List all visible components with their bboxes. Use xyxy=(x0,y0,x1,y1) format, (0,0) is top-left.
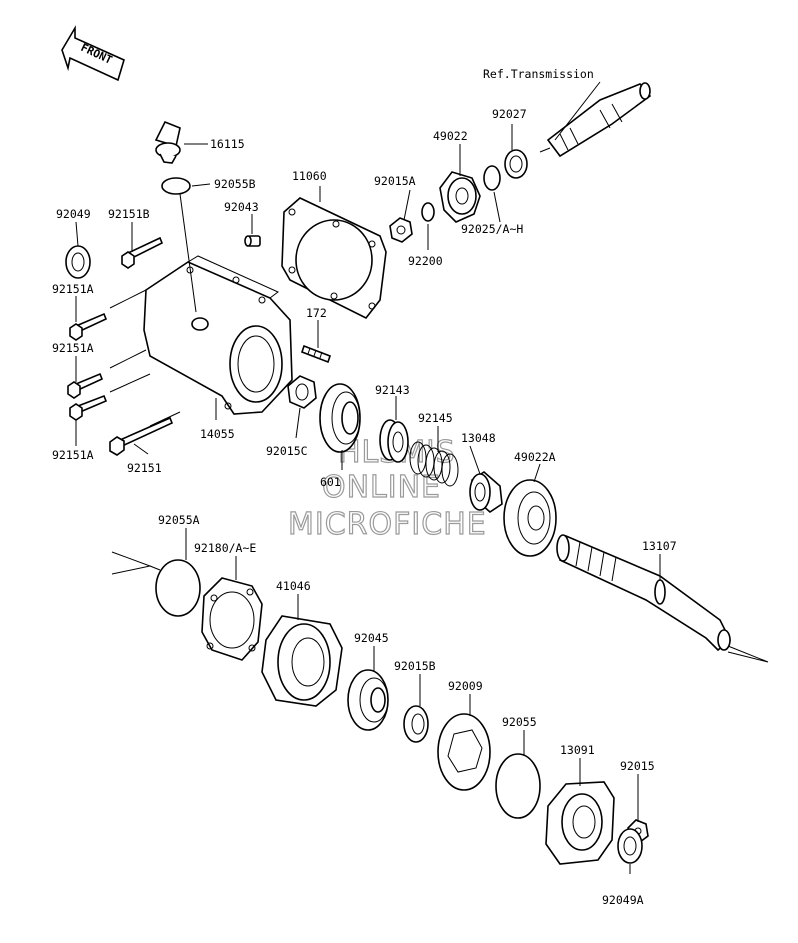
part-172-stud[interactable] xyxy=(300,344,332,364)
part-92200-washer[interactable] xyxy=(421,202,435,222)
part-13091-cover[interactable] xyxy=(545,781,615,865)
watermark-line-3: MICROFICHE xyxy=(288,507,487,542)
part-92015B-nut[interactable] xyxy=(403,705,429,743)
part-labels: Ref.Transmission 16115 92055B 11060 9201… xyxy=(52,67,677,907)
label-92055B: 92055B xyxy=(214,177,256,191)
label-92015B: 92015B xyxy=(394,659,436,673)
part-92151A-bolt-1[interactable] xyxy=(69,312,108,341)
part-92045-bearing[interactable] xyxy=(347,669,389,731)
part-601-bearing[interactable] xyxy=(319,383,361,453)
label-92049: 92049 xyxy=(56,207,91,221)
leader-lines xyxy=(75,81,769,874)
part-92015A-nut[interactable] xyxy=(389,217,413,243)
part-41046-carrier[interactable] xyxy=(261,615,343,707)
label-172: 172 xyxy=(306,306,327,320)
label-13048: 13048 xyxy=(461,431,496,445)
label-92043: 92043 xyxy=(224,200,259,214)
part-92055-oring[interactable] xyxy=(495,753,541,819)
label-92055A: 92055A xyxy=(158,513,200,527)
label-92143: 92143 xyxy=(375,383,410,397)
part-92025-shim[interactable] xyxy=(483,165,501,191)
part-14055-housing[interactable] xyxy=(143,255,293,415)
label-92145: 92145 xyxy=(418,411,453,425)
label-92015: 92015 xyxy=(620,759,655,773)
label-92151A-2: 92151A xyxy=(52,341,94,355)
label-92049A: 92049A xyxy=(602,893,644,907)
label-ref-transmission: Ref.Transmission xyxy=(483,67,594,81)
label-92015C: 92015C xyxy=(266,444,308,458)
part-92049A-seal[interactable] xyxy=(617,828,643,864)
label-92025: 92025/A~H xyxy=(461,222,523,236)
part-92151A-bolt-3[interactable] xyxy=(69,394,108,421)
label-92055: 92055 xyxy=(502,715,537,729)
part-49022-bevel-gear[interactable] xyxy=(439,171,481,223)
part-92180-gasket[interactable] xyxy=(201,577,263,661)
part-49022A-gear[interactable] xyxy=(503,479,557,557)
label-92045: 92045 xyxy=(354,631,389,645)
part-92049-seal[interactable] xyxy=(65,245,91,279)
label-11060: 11060 xyxy=(292,169,327,183)
watermark-line-2: ONLINE xyxy=(322,470,441,505)
part-11060-gasket[interactable] xyxy=(281,197,387,320)
label-92009: 92009 xyxy=(448,679,483,693)
label-16115: 16115 xyxy=(210,137,245,151)
label-92151A-1: 92151A xyxy=(52,282,94,296)
part-16115-breather[interactable] xyxy=(154,120,181,164)
label-41046: 41046 xyxy=(276,579,311,593)
label-13107: 13107 xyxy=(642,539,677,553)
part-92055A-oring[interactable] xyxy=(155,559,201,617)
part-92151B-bolt[interactable] xyxy=(121,236,164,269)
label-92200: 92200 xyxy=(408,254,443,268)
part-92151A-bolt-2[interactable] xyxy=(67,372,104,399)
label-92027: 92027 xyxy=(492,107,527,121)
part-92055B-oring[interactable] xyxy=(161,177,191,195)
label-92015A: 92015A xyxy=(374,174,416,188)
part-92009-ring[interactable] xyxy=(437,713,491,791)
part-92015C-nut[interactable] xyxy=(287,375,317,409)
label-49022A: 49022A xyxy=(514,450,556,464)
label-92151B: 92151B xyxy=(108,207,150,221)
label-92180: 92180/A~E xyxy=(194,541,256,555)
part-92143-collar[interactable] xyxy=(379,419,409,463)
label-92151: 92151 xyxy=(127,461,162,475)
part-92043-pin[interactable] xyxy=(244,235,261,247)
watermark: HLSM'S ONLINE MICROFICHE xyxy=(287,434,487,542)
part-92027-collar[interactable] xyxy=(504,149,528,179)
label-14055: 14055 xyxy=(200,427,235,441)
transmission-shaft[interactable] xyxy=(539,82,652,158)
label-49022: 49022 xyxy=(433,129,468,143)
front-direction-arrow: FRONT xyxy=(61,25,125,82)
part-13048-coupling[interactable] xyxy=(469,470,503,514)
label-601: 601 xyxy=(320,475,341,489)
part-92145-spring[interactable] xyxy=(409,441,459,487)
label-92151A-3: 92151A xyxy=(52,448,94,462)
part-13107-shaft[interactable] xyxy=(556,534,731,652)
part-92151-bolt[interactable] xyxy=(109,416,174,456)
label-13091: 13091 xyxy=(560,743,595,757)
